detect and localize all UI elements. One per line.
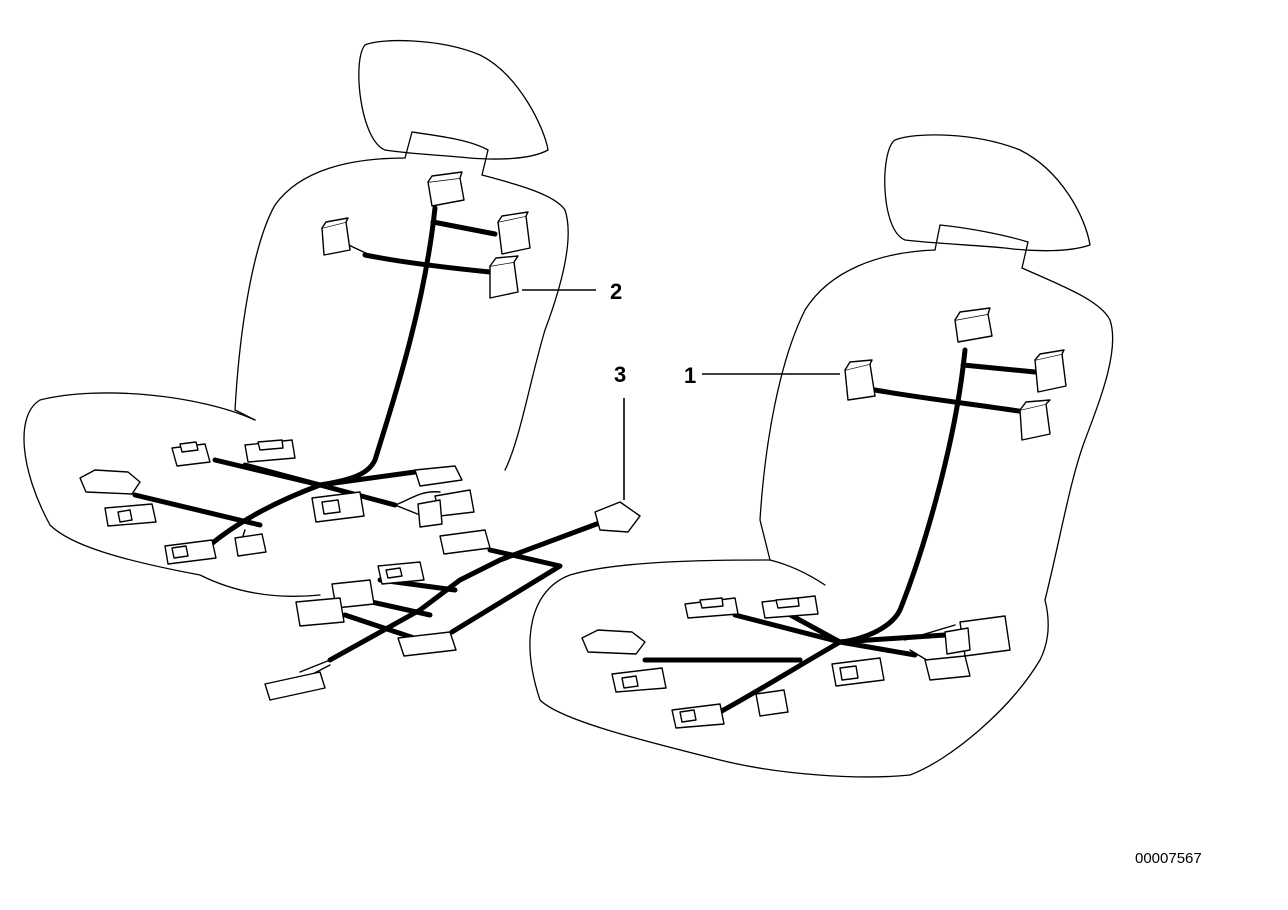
right-seat-connector-f xyxy=(755,689,789,717)
left-headrest-connector xyxy=(427,171,465,207)
left-seat-connector-i xyxy=(311,491,365,523)
left-backrest xyxy=(234,157,569,471)
right-seat-connector-h xyxy=(944,615,1011,657)
right-headrest-connector xyxy=(954,307,993,343)
left-seat-connector-g xyxy=(414,465,463,487)
center-connector-b xyxy=(377,561,425,585)
left-seat-connector-b xyxy=(244,439,296,463)
left-seat-connector-e xyxy=(164,539,217,565)
right-backrest xyxy=(759,249,1114,601)
left-lumbar-connector-lower xyxy=(489,255,519,299)
center-harness xyxy=(264,501,641,701)
callout-1-label: 1 xyxy=(684,363,696,388)
left-seat-connector-f xyxy=(234,533,267,557)
callout-1: 1 xyxy=(684,363,840,388)
left-seat xyxy=(23,39,569,597)
center-plug xyxy=(264,671,326,701)
left-seat-connector-h xyxy=(417,489,475,528)
left-lumbar-connector-upper xyxy=(497,211,531,255)
center-connector-e xyxy=(397,631,457,657)
right-seat-connector-i xyxy=(924,655,971,681)
callout-3-label: 3 xyxy=(614,362,626,387)
center-connector-d xyxy=(295,597,345,627)
right-side-connector xyxy=(844,359,876,401)
callout-2-label: 2 xyxy=(610,279,622,304)
right-seat-connector-e xyxy=(671,703,725,729)
left-seat-connector-d xyxy=(104,503,157,527)
center-control-module xyxy=(594,501,641,533)
left-seat-cushion xyxy=(23,392,321,597)
right-lumbar-connector-upper xyxy=(1034,349,1067,393)
right-seat-cushion xyxy=(529,559,1049,778)
right-seat-connector-g xyxy=(831,657,885,687)
document-number: 00007567 xyxy=(1135,850,1202,867)
left-headrest xyxy=(358,39,549,160)
right-seat-connector-b xyxy=(761,595,819,619)
right-seat-connector-d xyxy=(611,667,667,693)
right-seat-connector-c xyxy=(581,629,646,655)
right-seat-connector-a xyxy=(684,597,739,619)
left-side-connector xyxy=(321,217,351,256)
right-headrest xyxy=(884,134,1091,252)
center-connector-a xyxy=(439,529,491,555)
callout-2: 2 xyxy=(522,279,622,304)
right-lumbar-connector-lower xyxy=(1019,399,1051,441)
left-seat-connector-a xyxy=(171,441,211,467)
right-seat xyxy=(529,134,1114,778)
callout-3: 3 xyxy=(614,362,626,500)
left-seat-connector-c xyxy=(79,469,141,495)
